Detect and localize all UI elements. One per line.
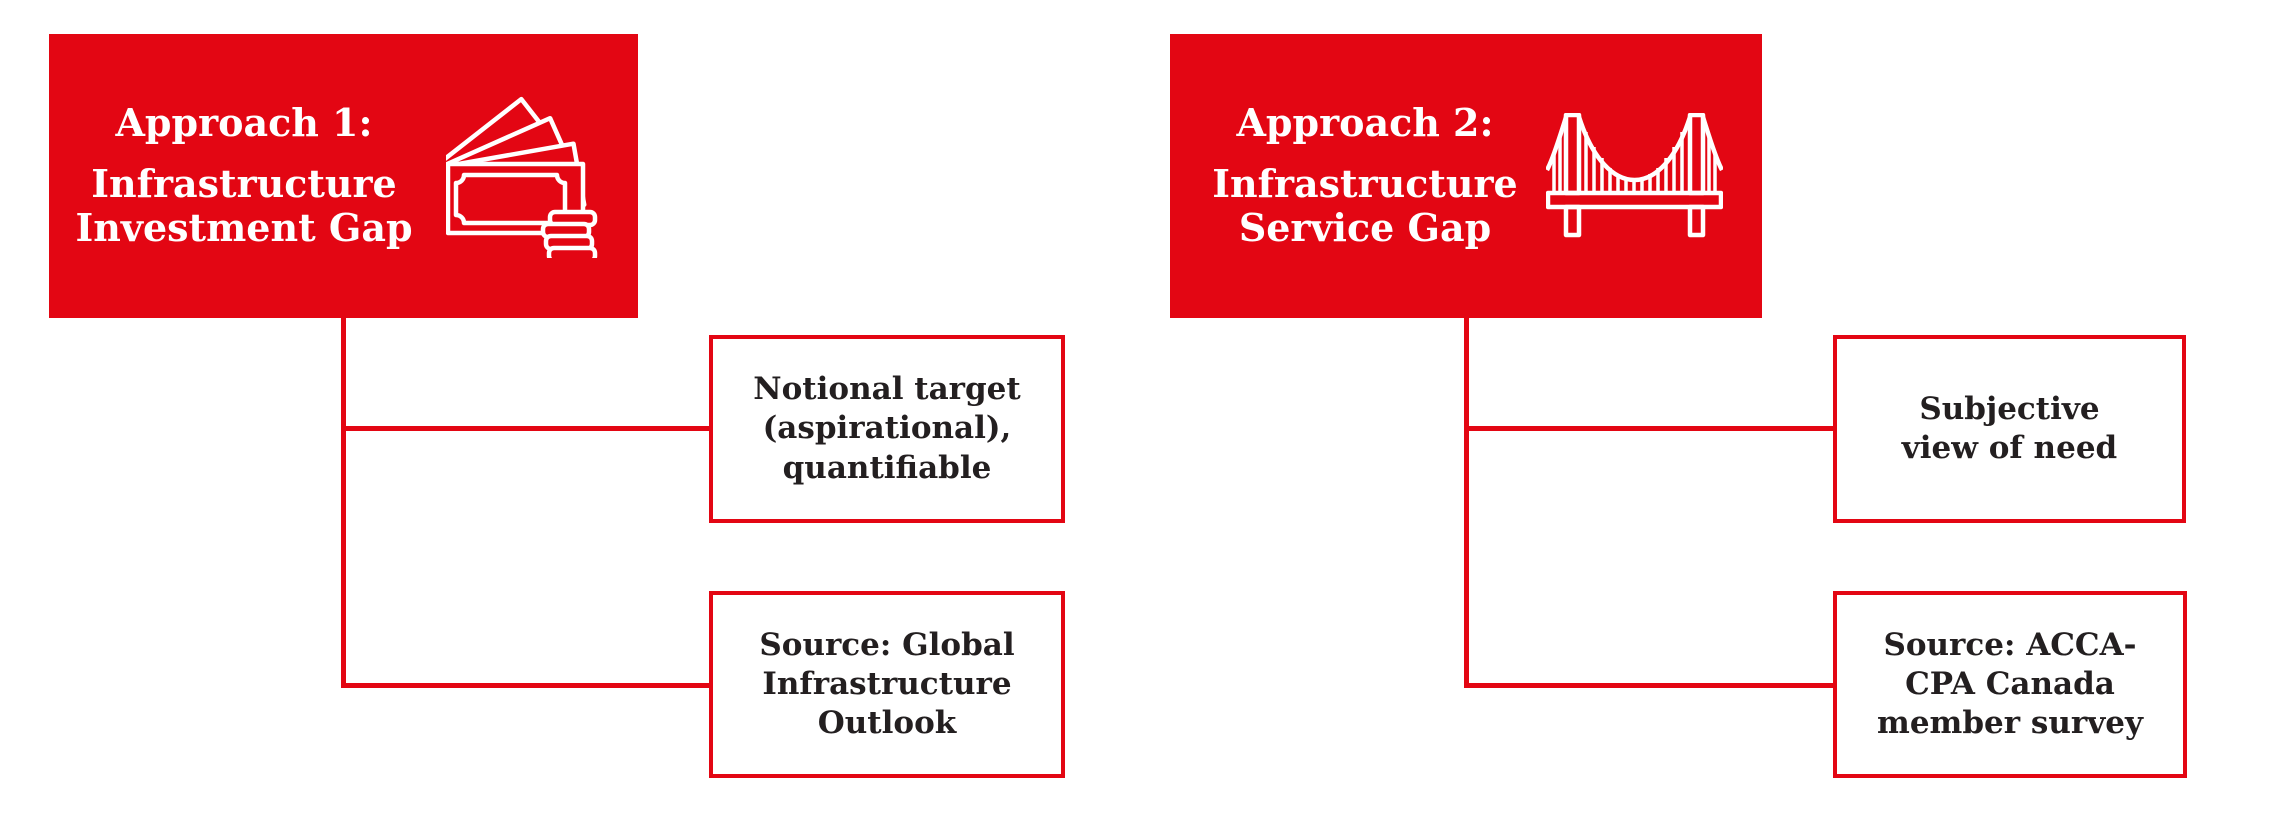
approach-2-child-text-view: Subjective view of need [1901,390,2118,466]
banknotes-icon [446,96,598,258]
approach-2-title: Approach 2: [1236,99,1494,145]
approach-2-child-box-source: Source: ACCA- CPA Canada member survey [1833,591,2187,778]
approach-1-child-box-target: Notional target (aspirational), quantifi… [709,335,1065,523]
approach-1-child-text-source: Source: Global Infrastructure Outlook [759,626,1015,742]
approach-1-connector-vertical [341,318,346,688]
approach-2-child-box-view: Subjective view of need [1833,335,2186,523]
approach-1-subtitle: Infrastructure Investment Gap [75,160,413,251]
approach-2-subtitle: Infrastructure Service Gap [1212,160,1518,251]
approach-1-child-box-source: Source: Global Infrastructure Outlook [709,591,1065,778]
approach-1-box: Approach 1: Infrastructure Investment Ga… [49,34,638,318]
approach-2-box: Approach 2: Infrastructure Service Gap [1170,34,1762,318]
approach-1-connector-branch-2 [341,683,709,688]
approach-1-connector-branch-1 [341,426,709,431]
approach-1-child-text-target: Notional target (aspirational), quantifi… [753,371,1021,486]
approach-1-text: Approach 1: Infrastructure Investment Ga… [49,34,439,318]
approach-2-text: Approach 2: Infrastructure Service Gap [1170,34,1560,318]
approach-2-connector-branch-2 [1464,683,1833,688]
approach-1-title: Approach 1: [115,99,373,145]
approach-2-connector-vertical [1464,318,1469,688]
suspension-bridge-icon [1546,113,1723,238]
approach-2-connector-branch-1 [1464,426,1833,431]
approach-2-child-text-source: Source: ACCA- CPA Canada member survey [1877,626,2143,742]
